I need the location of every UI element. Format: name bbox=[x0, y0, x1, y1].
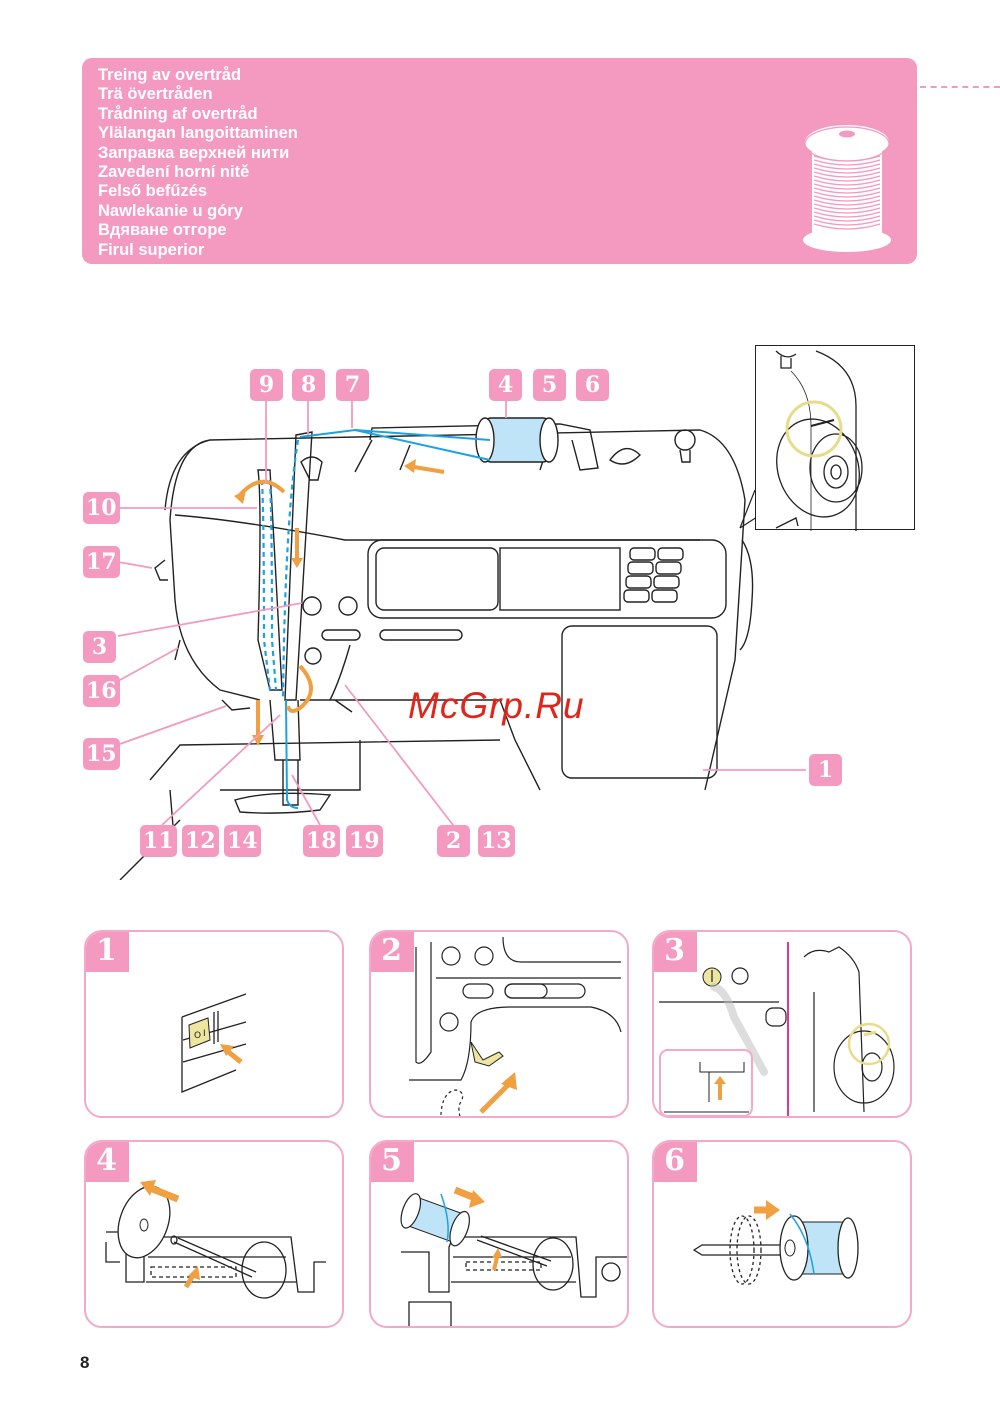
step-5-panel: 5 bbox=[369, 1140, 629, 1328]
step-3-panel: 3 bbox=[652, 930, 912, 1118]
callout-18: 18 bbox=[303, 825, 340, 857]
callout-17: 17 bbox=[83, 546, 120, 578]
callout-3: 3 bbox=[83, 631, 116, 663]
step-number: 3 bbox=[654, 932, 697, 972]
title-romanian: Firul superior bbox=[98, 240, 205, 259]
title-bulgarian: Вдяване отгоре bbox=[98, 221, 227, 240]
svg-text:O: O bbox=[194, 1031, 201, 1041]
step-1-panel: 1 O I bbox=[84, 930, 344, 1118]
title-russian: Заправка верхней нити bbox=[98, 143, 290, 162]
handwheel-inset bbox=[755, 345, 915, 531]
step-number: 1 bbox=[86, 932, 129, 972]
callout-9: 9 bbox=[250, 369, 283, 401]
callout-4: 4 bbox=[489, 369, 522, 401]
title-polish: Nawlekanie u góry bbox=[98, 201, 243, 220]
handwheel-mark-illustration bbox=[775, 350, 863, 531]
title-czech: Zavedení horní nitě bbox=[98, 163, 250, 182]
place-spool-illustration bbox=[400, 1186, 627, 1326]
title-danish: Trådning af overtråd bbox=[98, 104, 258, 123]
callout-19: 19 bbox=[346, 825, 383, 857]
title-finnish: Ylälangan langoittaminen bbox=[98, 124, 298, 143]
remove-spool-cap-illustration bbox=[105, 1180, 326, 1299]
callout-8: 8 bbox=[292, 369, 325, 401]
step-2-panel: 2 bbox=[369, 930, 629, 1118]
callout-5: 5 bbox=[533, 369, 566, 401]
callout-2: 2 bbox=[437, 825, 470, 857]
sewing-machine-diagram bbox=[116, 400, 806, 880]
svg-text:I: I bbox=[203, 1029, 206, 1039]
dashed-divider bbox=[920, 86, 1000, 88]
title-swedish: Trä övertråden bbox=[98, 85, 213, 104]
callout-12: 12 bbox=[182, 825, 219, 857]
step-4-panel: 4 bbox=[84, 1140, 344, 1328]
power-switch-illustration: O I bbox=[181, 993, 247, 1093]
callout-15: 15 bbox=[83, 738, 120, 770]
section-titles: Treing av overtråd Trä övertråden Trådni… bbox=[98, 66, 298, 260]
callout-14: 14 bbox=[224, 825, 261, 857]
step-number: 6 bbox=[654, 1142, 697, 1182]
callout-10: 10 bbox=[83, 492, 120, 524]
page-number: 8 bbox=[80, 1353, 90, 1372]
callout-11: 11 bbox=[140, 825, 177, 857]
thread-spool-icon bbox=[803, 125, 891, 252]
step-number: 4 bbox=[86, 1142, 129, 1182]
callout-1: 1 bbox=[809, 754, 842, 786]
watermark: McGrp.Ru bbox=[408, 685, 585, 726]
callout-16: 16 bbox=[83, 675, 120, 707]
presser-foot-lever-illustration bbox=[409, 936, 622, 1116]
title-hungarian: Felső befűzés bbox=[98, 182, 208, 201]
step-number: 5 bbox=[371, 1142, 414, 1182]
title-norwegian: Treing av overtråd bbox=[98, 66, 242, 84]
section-header: Treing av overtråd Trä övertråden Trådni… bbox=[82, 58, 917, 264]
callout-6: 6 bbox=[576, 369, 609, 401]
callout-13: 13 bbox=[478, 825, 515, 857]
step-number: 2 bbox=[371, 932, 414, 972]
needle-position-illustration bbox=[659, 942, 895, 1116]
attach-spool-cap-illustration bbox=[692, 1200, 859, 1285]
step-6-panel: 6 bbox=[652, 1140, 912, 1328]
callout-7: 7 bbox=[336, 369, 369, 401]
